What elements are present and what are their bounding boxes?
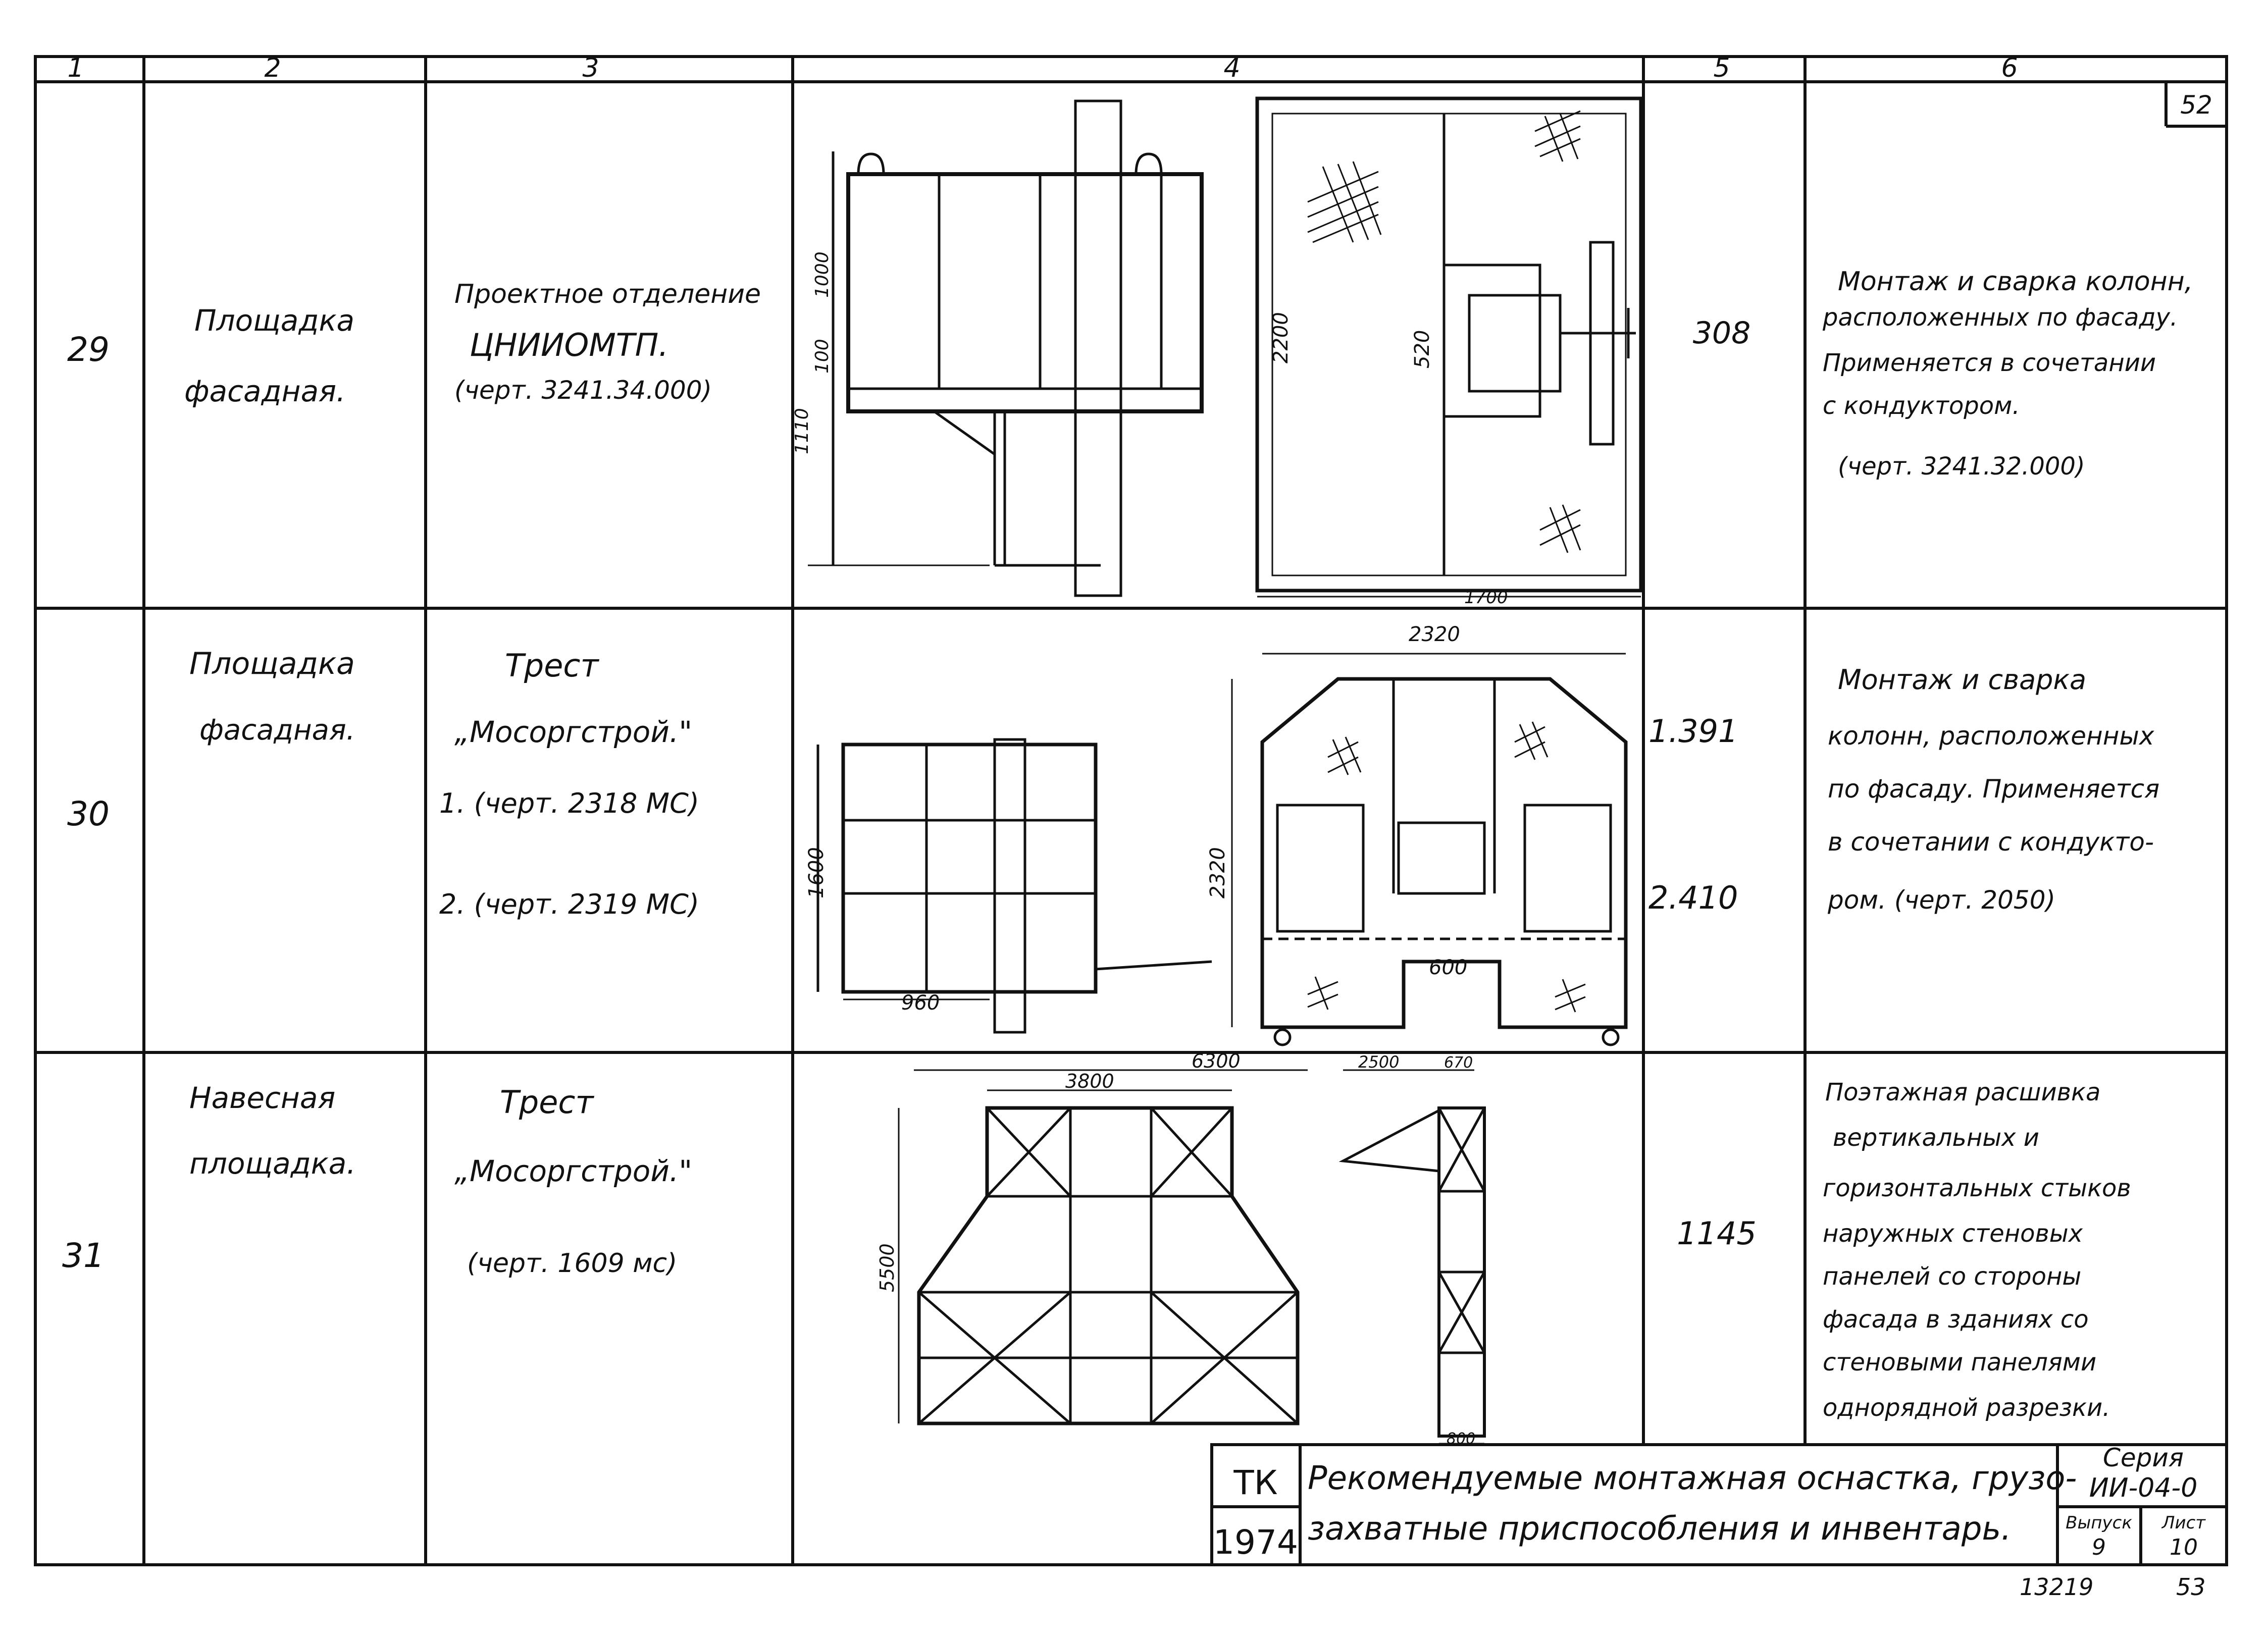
developer: (черт. 1609 мс) (467, 1248, 677, 1279)
column-header: 1 (67, 53, 84, 83)
item-name: Площадка (194, 303, 354, 338)
dimension-label: 1600 (805, 847, 828, 898)
column-header: 5 (1713, 53, 1730, 83)
dimension-label: 1000 (812, 251, 833, 298)
developer: „Мосоргстрой." (454, 1154, 692, 1188)
developer: Трест (500, 1084, 594, 1121)
column-headers: 1 2 3 4 5 6 (67, 53, 2018, 83)
note-line: по фасаду. Применяется (1828, 774, 2159, 804)
note-line: однорядной разрезки. (1823, 1394, 2110, 1422)
column-header: 2 (264, 53, 281, 83)
developer: „Мосоргстрой." (454, 715, 692, 749)
item-name: Навесная (189, 1081, 335, 1115)
note-line: (черт. 3241.32.000) (1838, 452, 2085, 481)
dimension-label: 1110 (792, 408, 812, 454)
dimension-label: 600 (1429, 956, 1467, 979)
column-header: 4 (1223, 53, 1240, 83)
developer: Проектное отделение (454, 279, 761, 309)
item-name: площадка. (189, 1146, 356, 1181)
note-line: Применяется в сочетании (1823, 349, 2156, 377)
item-name: Площадка (189, 646, 355, 681)
title-line: Рекомендуемые монтажная оснастка, грузо- (1308, 1460, 2077, 1497)
title-line: захватные приспособления и инвентарь. (1308, 1510, 2012, 1548)
column-header: 3 (582, 53, 599, 83)
row-number: 31 (62, 1236, 105, 1275)
dimensions-29: 1000 100 1110 2200 520 1700 (792, 251, 1508, 608)
note-line: фасада в зданиях со (1823, 1305, 2089, 1334)
developer: ЦНИИОМТП. (470, 327, 668, 363)
dimension-label: 1700 (1464, 588, 1508, 608)
dimension-label: 5500 (876, 1243, 898, 1292)
note-line: Монтаж и сварка (1838, 664, 2086, 696)
dimension-label: 3800 (1065, 1070, 1114, 1092)
note-line: горизонтальных стыков (1823, 1174, 2131, 1202)
dimension-label: 2320 (1206, 847, 1229, 898)
note-line: колонн, расположенных (1828, 721, 2154, 751)
note-line: расположенных по фасаду. (1822, 303, 2178, 332)
note-line: ром. (черт. 2050) (1827, 885, 2055, 915)
weight-value: 308 (1693, 315, 1751, 351)
weight-value: 2.410 (1648, 879, 1738, 916)
title-code: ТК (1233, 1463, 1277, 1502)
issue-label: Выпуск (2066, 1513, 2132, 1533)
table-row-29: 29 Площадка фасадная. Проектное отделени… (67, 267, 2193, 481)
dimension-label: 670 (1444, 1054, 1473, 1072)
page-number-top: 52 (2180, 90, 2212, 120)
dimensions-30: 1600 960 2320 2320 600 (805, 623, 1467, 1015)
note-line: Поэтажная расшивка (1825, 1078, 2100, 1106)
dimension-label: 2500 (1358, 1052, 1399, 1072)
note-line: наружных стеновых (1823, 1220, 2083, 1248)
hatch-marks-30 (1307, 721, 1586, 1013)
issue-value: 9 (2092, 1534, 2106, 1560)
developer: (черт. 3241.34.000) (454, 376, 712, 405)
drawing-platform-31 (898, 1069, 1486, 1445)
weight-value: 1.391 (1648, 713, 1738, 750)
dimension-label: 520 (1411, 330, 1434, 368)
weight-value: 1145 (1677, 1215, 1757, 1252)
table-frame (34, 55, 2228, 1566)
sheet-label: Лист (2161, 1513, 2206, 1533)
sheet-value: 10 (2170, 1534, 2198, 1560)
drawing-platform-29 (808, 96, 1643, 598)
item-name: фасадная. (184, 374, 345, 408)
dimension-label: 100 (812, 339, 833, 374)
page-number-bottom: 53 (2176, 1573, 2206, 1601)
dimension-label: 960 (901, 991, 940, 1015)
table-row-30: 30 Площадка фасадная. Трест „Мосоргстрой… (67, 646, 2159, 920)
item-name: фасадная. (199, 714, 355, 747)
note-line: с кондуктором. (1823, 392, 2020, 420)
developer: 2. (черт. 2319 МС) (439, 888, 699, 920)
title-year: 1974 (1213, 1523, 1298, 1562)
column-header: 6 (2001, 53, 2018, 83)
archive-number: 13219 (2020, 1573, 2093, 1601)
dimension-label: 2320 (1409, 623, 1460, 646)
note-line: панелей со стороны (1823, 1262, 2081, 1291)
row-number: 29 (67, 330, 110, 369)
row-number: 30 (67, 795, 110, 833)
developer: 1. (черт. 2318 МС) (439, 787, 699, 819)
series-value: ИИ-04-0 (2089, 1473, 2198, 1503)
dimension-label: 6300 (1192, 1050, 1241, 1072)
note-line: Монтаж и сварка колонн, (1838, 267, 2193, 297)
title-block: ТК 1974 Рекомендуемые монтажная оснастка… (1210, 1443, 2228, 1566)
drawing-platform-30 (816, 653, 1628, 1046)
table-row-31: 31 Навесная площадка. Трест „Мосоргстрой… (62, 1078, 2131, 1422)
note-line: вертикальных и (1833, 1124, 2039, 1152)
hatch-marks-29 (1307, 110, 1581, 553)
note-line: в сочетании с кондукто- (1828, 827, 2154, 857)
series-label: Серия (2103, 1443, 2184, 1472)
developer: Трест (505, 647, 599, 684)
dimension-label: 2200 (1269, 312, 1293, 363)
note-line: стеновыми панелями (1823, 1348, 2096, 1377)
